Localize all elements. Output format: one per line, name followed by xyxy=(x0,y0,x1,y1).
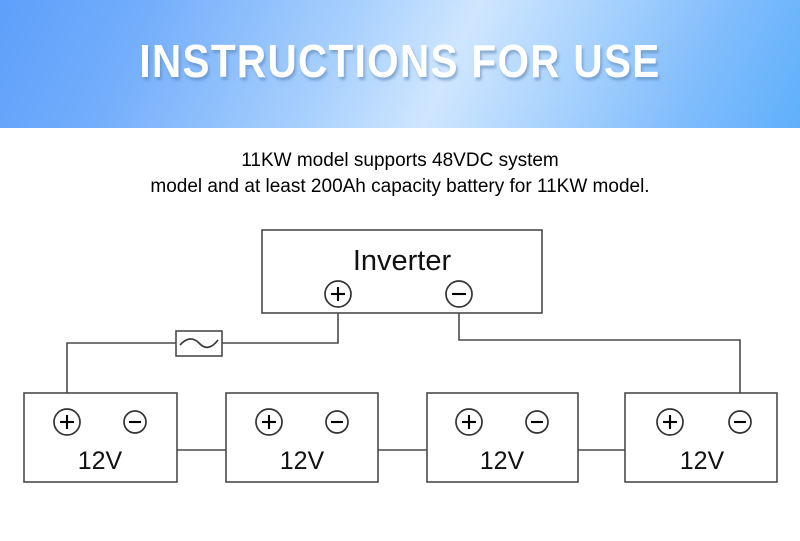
battery-box xyxy=(624,392,778,483)
header-banner: INSTRUCTIONS FOR USE xyxy=(0,0,800,128)
page-title: INSTRUCTIONS FOR USE xyxy=(139,35,661,87)
battery-box xyxy=(23,392,178,483)
battery-negative-terminal xyxy=(728,410,752,434)
battery-box xyxy=(225,392,379,483)
description-line-2: model and at least 200Ah capacity batter… xyxy=(150,176,650,197)
battery-negative-terminal xyxy=(325,410,349,434)
battery-positive-terminal xyxy=(255,408,283,436)
description-line-1: 11KW model supports 48VDC system xyxy=(241,150,559,171)
battery-positive-terminal xyxy=(656,408,684,436)
inverter-positive-terminal xyxy=(324,280,352,308)
battery-label: 12V xyxy=(280,447,325,475)
battery-box xyxy=(426,392,579,483)
battery-negative-terminal xyxy=(123,410,147,434)
battery-positive-terminal xyxy=(53,408,81,436)
wire-inverter-negative xyxy=(458,294,741,422)
description-text: 11KW model supports 48VDC system model a… xyxy=(0,148,800,200)
fuse-symbol xyxy=(175,330,223,357)
inverter-label: Inverter xyxy=(353,245,452,277)
battery-label: 12V xyxy=(680,447,725,475)
inverter-negative-terminal xyxy=(445,280,473,308)
battery-negative-terminal xyxy=(525,410,549,434)
battery-label: 12V xyxy=(480,447,525,475)
battery-label: 12V xyxy=(78,447,123,475)
inverter-box xyxy=(261,229,543,314)
battery-positive-terminal xyxy=(455,408,483,436)
